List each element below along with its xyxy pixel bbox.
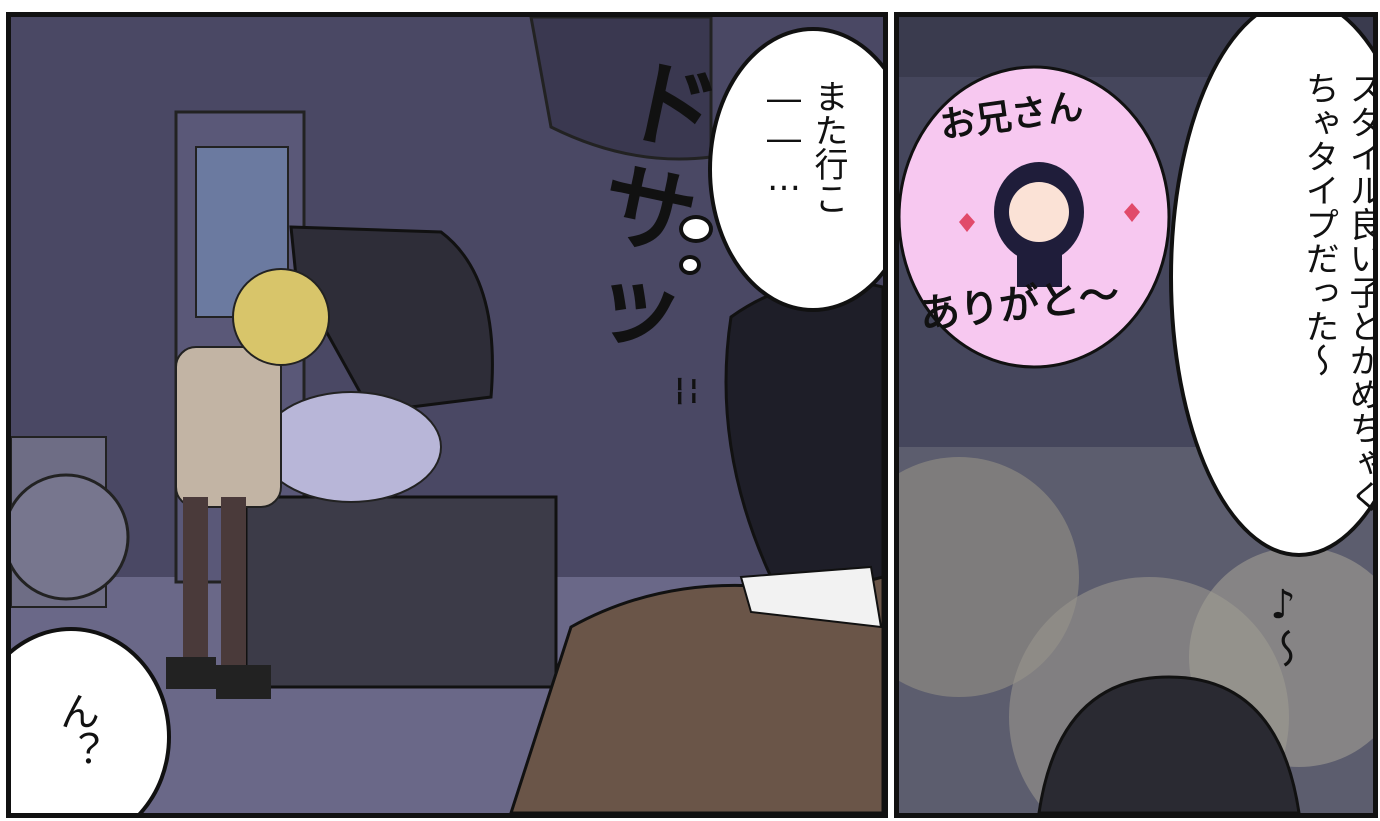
right-panel: お兄さん ありがと～ スタイル良い子とかめちゃくちゃタイプだった～ ♪～ [894, 12, 1378, 818]
thought-text: また行こ――… [764, 79, 848, 215]
thought-dot-large [679, 215, 713, 243]
trash-can-lid [11, 473, 130, 601]
man-head-back [1037, 675, 1301, 813]
thought-dot-small [679, 255, 701, 275]
speech-bottom-text: ん？ [53, 691, 99, 771]
thought-bubble: また行こ――… [708, 27, 883, 312]
sfx-small: ﾆﾆ [670, 377, 703, 406]
blonde-woman [175, 346, 282, 508]
music-note: ♪～ [1260, 582, 1306, 668]
dumpster [244, 495, 558, 689]
right-scene-art [899, 17, 1373, 813]
left-panel: ドサッ ﾆﾆ また行こ――… ん？ [6, 12, 888, 818]
left-scene-art [11, 17, 883, 813]
speech-right-text: スタイル良い子とかめちゃくちゃタイプだった～ [1299, 71, 1378, 513]
speech-bubble-right: スタイル良い子とかめちゃくちゃタイプだった～ [1169, 17, 1378, 557]
smoke-cloud [899, 457, 1079, 697]
trash-bag [260, 391, 442, 503]
